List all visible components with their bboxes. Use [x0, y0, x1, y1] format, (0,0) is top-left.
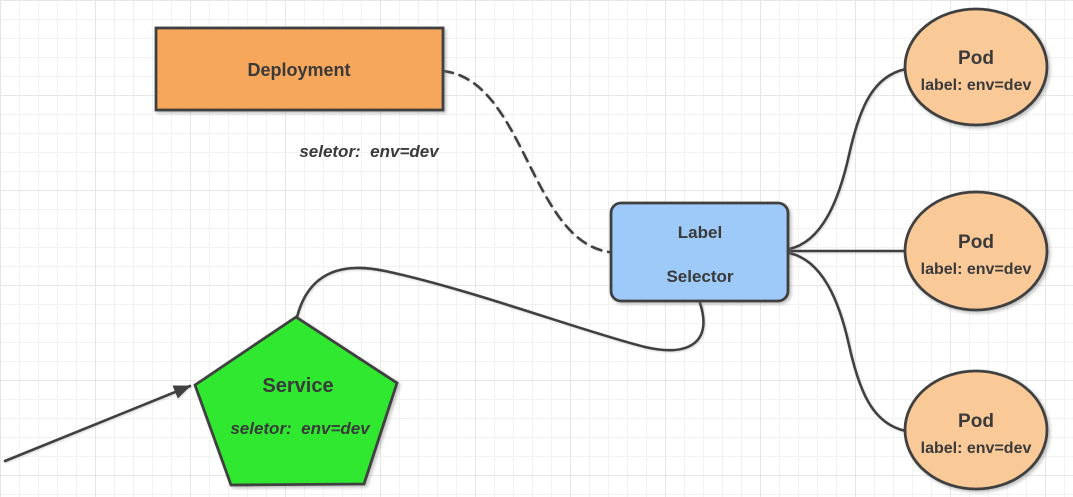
label-selector-line1: Label — [678, 223, 722, 242]
deployment-node[interactable] — [154, 26, 445, 112]
service-selector-note: seletor: env=dev — [230, 419, 371, 438]
pod-node[interactable]: Pod label: env=dev — [903, 7, 1049, 127]
selector-to-pod-bottom-connector[interactable] — [787, 251, 908, 433]
pod-title: Pod — [958, 232, 994, 253]
pod-ellipse[interactable] — [903, 190, 1049, 312]
pod-ellipse[interactable] — [903, 369, 1049, 491]
pod-title: Pod — [958, 411, 994, 432]
service-to-selector-connector[interactable] — [295, 266, 705, 352]
pod-node[interactable]: Pod label: env=dev — [903, 369, 1049, 491]
pod-env-label: label: env=dev — [921, 440, 1032, 457]
pod-node[interactable]: Pod label: env=dev — [903, 190, 1049, 312]
pod-title: Pod — [958, 48, 994, 69]
deployment-label: Deployment — [247, 60, 350, 80]
pod-ellipse[interactable] — [903, 7, 1049, 127]
deployment-selector-note: seletor: env=dev — [299, 142, 440, 161]
service-node[interactable] — [193, 315, 399, 487]
pod-env-label: label: env=dev — [921, 77, 1032, 94]
service-label: Service — [262, 375, 333, 397]
inbound-traffic-arrow[interactable] — [3, 384, 192, 463]
label-selector-line2: Selector — [666, 267, 733, 286]
pod-env-label: label: env=dev — [921, 261, 1032, 278]
label-selector-node[interactable] — [609, 201, 790, 303]
selector-to-pod-top-connector[interactable] — [787, 67, 908, 251]
deployment-to-selector-connector[interactable] — [441, 69, 611, 254]
